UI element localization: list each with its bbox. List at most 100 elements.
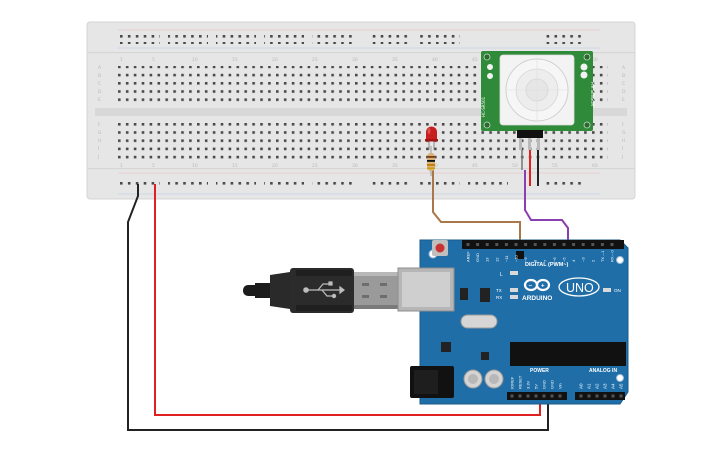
- digital-pin-hole[interactable]: [514, 243, 518, 246]
- digital-pin-label: 7: [542, 259, 547, 262]
- digital-pin-hole[interactable]: [572, 243, 576, 246]
- power-pin-hole[interactable]: [510, 394, 514, 398]
- resistor[interactable]: [427, 146, 435, 176]
- power-pin-hole[interactable]: [518, 394, 522, 398]
- rx-led: [510, 295, 518, 299]
- digital-pin-hole[interactable]: [552, 243, 556, 246]
- column-number: 40: [432, 57, 438, 63]
- pir-sensor[interactable]: HC-SR501 PIR SENSOR: [481, 51, 595, 150]
- row-letter: C: [622, 81, 625, 87]
- digital-pin-hole[interactable]: [610, 243, 614, 246]
- column-number: 60: [592, 163, 598, 169]
- digital-label: DIGITAL (PWM~): [525, 262, 569, 268]
- digital-pin-hole[interactable]: [466, 243, 470, 246]
- power-pin-label: 3.3V: [526, 380, 531, 389]
- row-letter: F: [622, 122, 625, 128]
- analog-pin-hole[interactable]: [579, 394, 583, 398]
- digital-pin-hole[interactable]: [524, 243, 528, 246]
- analog-pin-label: A4: [611, 383, 616, 389]
- power-pin-hole[interactable]: [534, 394, 538, 398]
- column-number: 30: [352, 163, 358, 169]
- analog-label: ANALOG IN: [589, 368, 617, 374]
- arduino-uno-board[interactable]: L TX RX ON − + ARDUINO UNO DIGITAL (PWM~…: [397, 239, 629, 405]
- row-letter: H: [98, 138, 101, 144]
- power-pin-label: RESET: [518, 375, 523, 389]
- arduino-infinity-logo-icon: [523, 278, 551, 292]
- digital-pin-hole[interactable]: [562, 243, 566, 246]
- power-pin-hole[interactable]: [558, 394, 562, 398]
- digital-pin-label: ~3: [581, 257, 586, 262]
- digital-pin-hole[interactable]: [591, 243, 595, 246]
- digital-pin-hole[interactable]: [600, 243, 604, 246]
- analog-pin-hole[interactable]: [603, 394, 607, 398]
- digital-pin-hole[interactable]: [543, 243, 547, 246]
- microcontroller-chip: [510, 342, 626, 366]
- power-pin-label: GND: [542, 380, 547, 389]
- purple-signal-wire[interactable]: [524, 170, 569, 240]
- row-letter: D: [622, 89, 626, 95]
- column-number: 35: [392, 163, 398, 169]
- digital-pin-label: RX←0: [610, 249, 615, 262]
- digital-pin-label: AREF: [466, 251, 471, 262]
- row-letter: I: [622, 146, 623, 152]
- row-letter: A: [622, 65, 626, 71]
- column-number: 1: [120, 163, 123, 169]
- column-number: 20: [272, 57, 278, 63]
- column-number: 25: [312, 57, 318, 63]
- analog-pin-hole[interactable]: [619, 394, 623, 398]
- analog-pin-label: A0: [579, 383, 584, 389]
- digital-pin-label: ~11: [504, 255, 509, 262]
- digital-header[interactable]: [462, 240, 624, 249]
- svg-text:+: +: [541, 284, 545, 290]
- digital-pin-label: 2: [590, 259, 595, 262]
- row-letter: E: [622, 97, 625, 103]
- tx-led: [510, 288, 518, 292]
- analog-pin-hole[interactable]: [611, 394, 615, 398]
- row-letter: C: [98, 81, 101, 87]
- row-letter: J: [621, 154, 623, 160]
- digital-pin-label: TX→1: [600, 250, 605, 262]
- top-power-rails: [120, 33, 585, 44]
- column-number: 25: [312, 163, 318, 169]
- column-number: 10: [192, 57, 198, 63]
- digital-pin-hole[interactable]: [533, 243, 537, 246]
- digital-pin-hole[interactable]: [504, 243, 508, 246]
- brown-led-wire[interactable]: [432, 170, 521, 240]
- digital-pin-hole[interactable]: [581, 243, 585, 246]
- digital-pin-hole[interactable]: [495, 243, 499, 246]
- power-pin-label: 5V: [534, 384, 539, 389]
- rx-label: RX: [496, 295, 502, 300]
- digital-pin-label: ~6: [552, 257, 557, 262]
- black-gnd-wire[interactable]: [127, 184, 549, 431]
- analog-pin-label: A2: [595, 383, 600, 389]
- column-number: 50: [512, 163, 518, 169]
- power-pin-hole[interactable]: [542, 394, 546, 398]
- digital-pin-label: ~5: [562, 257, 567, 262]
- power-pin-hole[interactable]: [550, 394, 554, 398]
- column-number: 10: [192, 163, 198, 169]
- analog-pin-hole[interactable]: [595, 394, 599, 398]
- column-number: 55: [552, 163, 558, 169]
- digital-pin-hole[interactable]: [485, 243, 489, 246]
- row-letter: D: [98, 89, 102, 95]
- l-label: L: [500, 272, 503, 278]
- svg-text:−: −: [529, 284, 533, 290]
- digital-pin-label: ~10: [514, 254, 519, 262]
- digital-pin-hole[interactable]: [476, 243, 480, 246]
- usb-cable[interactable]: [243, 268, 398, 313]
- red-5v-wire[interactable]: [154, 184, 541, 416]
- column-number: 5: [152, 163, 155, 169]
- analog-pin-hole[interactable]: [587, 394, 591, 398]
- digital-pin-label: 12: [494, 257, 499, 262]
- digital-pin-label: GND: [475, 253, 480, 262]
- row-letter: G: [622, 130, 626, 136]
- analog-header[interactable]: [575, 392, 625, 400]
- wires: [127, 150, 569, 431]
- usb-symbol-icon: [303, 281, 345, 299]
- digital-pin-label: 4: [571, 259, 576, 262]
- led[interactable]: [425, 126, 438, 151]
- power-pin-hole[interactable]: [526, 394, 530, 398]
- on-label: ON: [614, 288, 621, 293]
